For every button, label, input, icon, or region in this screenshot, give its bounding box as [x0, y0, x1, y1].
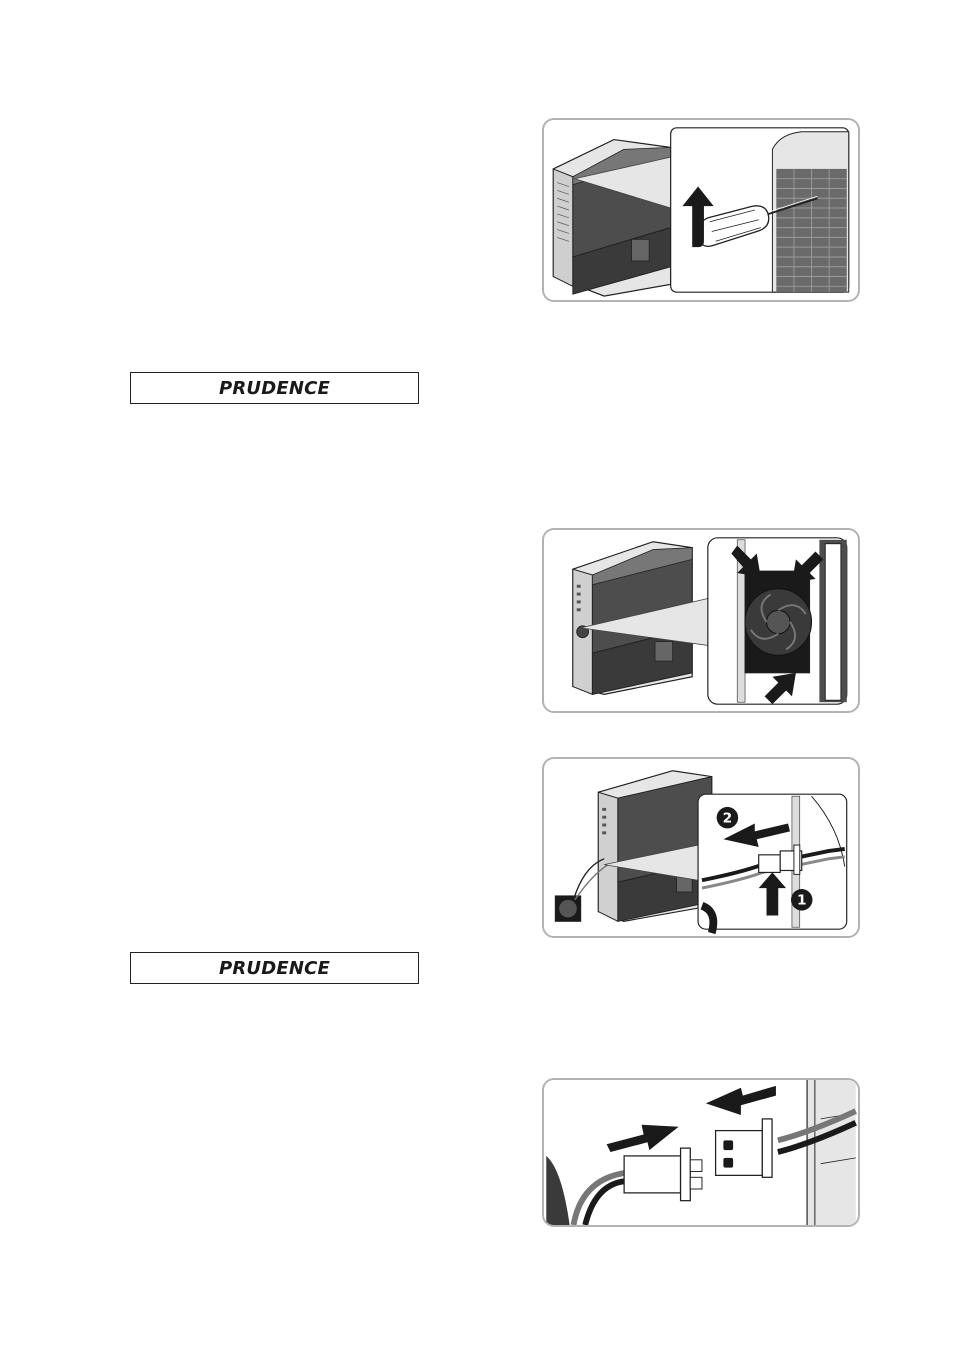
slide-arrow-icon	[723, 823, 790, 848]
warning-notice-1: PRUDENCE	[130, 372, 419, 404]
fan-icon	[744, 570, 813, 674]
release-fan-illustration	[572, 537, 848, 705]
plug-connector-illustration	[546, 1080, 857, 1225]
connector-icon	[758, 844, 803, 875]
arrow-icon	[764, 672, 796, 705]
inverter-edge	[806, 1080, 856, 1225]
curved-arrow-icon	[682, 186, 714, 248]
svg-text:2: 2	[723, 811, 733, 827]
fan-icon	[554, 858, 609, 922]
open-cover-illustration	[552, 127, 850, 297]
female-socket-icon	[714, 1118, 773, 1178]
arrow-icon	[731, 545, 761, 577]
arrow-icon	[791, 551, 824, 583]
warning-label: PRUDENCE	[218, 377, 331, 399]
warning-label: PRUDENCE	[218, 957, 331, 979]
push-arrow-icon	[606, 1124, 679, 1153]
disconnect-fan-cable-illustration: 2 1	[554, 770, 848, 935]
push-arrows	[731, 545, 824, 705]
press-arrow-icon	[758, 872, 787, 916]
figure-release-fan	[542, 528, 860, 713]
step-badge-2: 2	[716, 806, 739, 829]
warning-notice-2: PRUDENCE	[130, 952, 419, 984]
male-plug-icon	[623, 1147, 703, 1202]
step-badge-1: 1	[790, 889, 813, 911]
pull-arrow-icon	[705, 1085, 776, 1116]
figure-disconnect-fan-cable: 2 1	[542, 757, 860, 938]
figure-plug-connector	[542, 1078, 860, 1227]
figure-open-cover	[542, 118, 860, 302]
svg-text:1: 1	[797, 893, 807, 909]
